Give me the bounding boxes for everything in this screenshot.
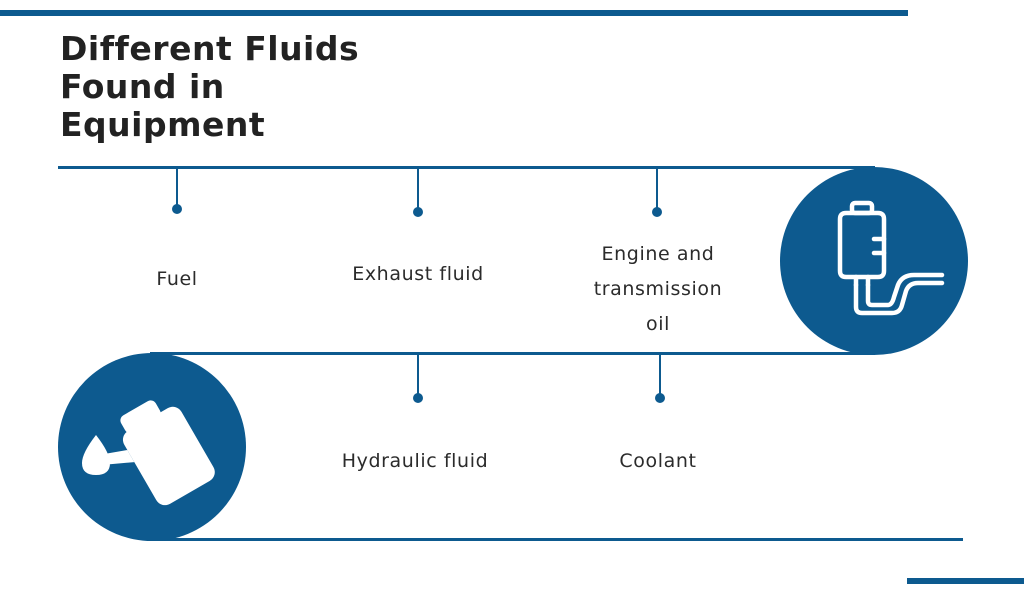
timeline-line-top [58,166,875,169]
timeline-line-middle [150,352,875,355]
oil-can-icon-circle [58,353,246,541]
bottom-right-accent-bar [907,578,1024,584]
fuel-pump-icon [837,200,945,316]
top-border-bar [0,10,908,16]
item-label-coolant: Coolant [619,450,697,472]
timeline-tick [417,168,419,210]
timeline-tick [659,354,661,396]
timeline-dot [413,393,423,403]
item-label-line: Engine and [601,243,715,265]
item-label-hydraulic-fluid: Hydraulic fluid [341,450,489,472]
fuel-pump-icon-circle [780,167,968,355]
timeline-tick [176,168,178,208]
timeline-dot [652,207,662,217]
item-label-line: oil [646,313,670,335]
item-label-exhaust-fluid: Exhaust fluid [352,263,484,285]
timeline-line-bottom [150,538,963,541]
title-line-1: Different Fluids [60,29,360,68]
timeline-tick [417,354,419,396]
timeline-dot [655,393,665,403]
timeline-dot [413,207,423,217]
page-title: Different Fluids Found in Equipment [60,30,420,144]
item-label-line: transmission [593,278,723,300]
oil-can-icon [82,400,215,506]
timeline-tick [656,168,658,210]
title-line-2: Found in [60,67,225,106]
timeline-dot [172,204,182,214]
item-label-fuel: Fuel [156,268,198,290]
item-label-engine-transmission-oil: Engine and transmission oil [558,237,758,342]
title-line-3: Equipment [60,105,266,144]
